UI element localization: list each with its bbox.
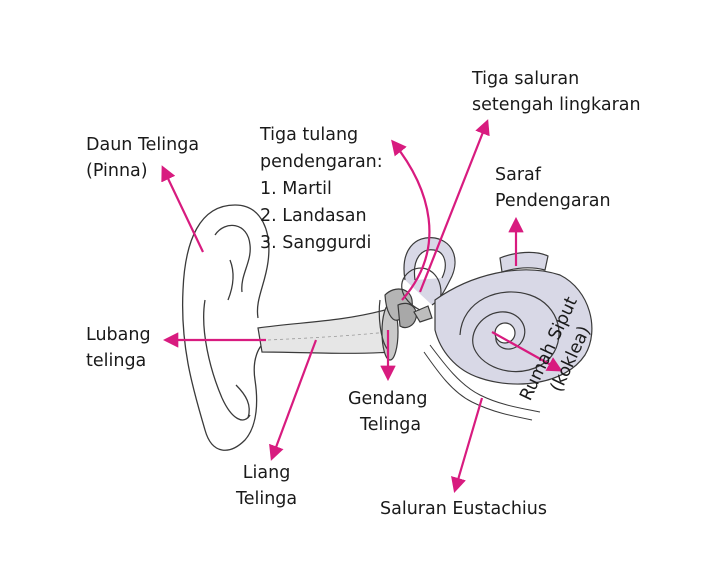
label-ear-hole: Lubang telinga: [86, 322, 151, 374]
label-ear-canal-line1: Liang: [242, 463, 291, 483]
label-ossicles-line4: 2. Landasan: [260, 206, 367, 226]
label-pinna-line1: Daun Telinga: [86, 135, 200, 155]
label-semicircular-line2: setengah lingkaran: [472, 95, 641, 115]
label-nerve-line2: Pendengaran: [495, 191, 611, 211]
arrow-semicircular: [418, 119, 490, 293]
label-ear-hole-line1: Lubang: [86, 325, 151, 345]
arrow-ossicles: [391, 139, 431, 301]
arrow-eustachian: [451, 397, 484, 493]
label-ossicles: Tiga tulang pendengaran: 1. Martil 2. La…: [260, 122, 383, 257]
arrow-pinna: [161, 165, 204, 253]
label-nerve: Saraf Pendengaran: [495, 162, 611, 214]
label-ear-canal: Liang Telinga: [236, 460, 297, 512]
label-ear-canal-line2: Telinga: [236, 489, 298, 509]
label-ossicles-line2: pendengaran:: [260, 152, 383, 172]
label-pinna-line2: (Pinna): [86, 161, 148, 181]
label-nerve-line1: Saraf: [495, 165, 541, 185]
arrow-ear-canal: [269, 339, 318, 461]
label-pinna: Daun Telinga (Pinna): [86, 132, 199, 184]
label-eardrum-line2: Telinga: [360, 415, 422, 435]
label-eustachian-line1: Saluran Eustachius: [380, 499, 547, 519]
pinna-drawing: [181, 204, 270, 451]
label-ossicles-line5: 3. Sanggurdi: [260, 233, 372, 253]
inner-ear-drawing: [401, 237, 593, 421]
arrow-cochlea: [491, 331, 563, 372]
label-semicircular-line1: Tiga saluran: [472, 69, 580, 89]
ossicles-drawing: [378, 288, 433, 361]
label-eustachian: Saluran Eustachius: [380, 496, 547, 522]
ear-canal-drawing: [257, 309, 393, 354]
label-ossicles-line3: 1. Martil: [260, 179, 332, 199]
label-semicircular: Tiga saluran setengah lingkaran: [472, 66, 641, 118]
label-eardrum: Gendang Telinga: [348, 386, 427, 438]
label-eardrum-line1: Gendang: [348, 389, 428, 409]
label-ear-hole-line2: telinga: [86, 351, 147, 371]
pointer-arrows: [161, 119, 563, 493]
label-ossicles-line1: Tiga tulang: [260, 125, 359, 145]
